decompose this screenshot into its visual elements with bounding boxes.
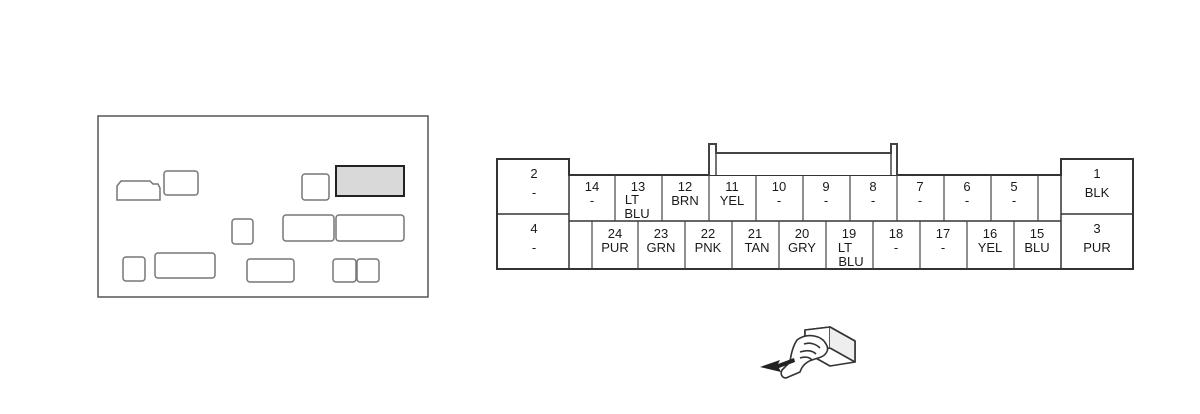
pin-number: 8	[869, 179, 876, 194]
pin-number: 12	[678, 179, 692, 194]
pin-number: 22	[701, 226, 715, 241]
pin-wire-color: PUR	[601, 240, 628, 255]
pin-number: 17	[936, 226, 950, 241]
pin-wire-color: -	[941, 240, 945, 255]
pin-number: 21	[748, 226, 762, 241]
pin-number: 18	[889, 226, 903, 241]
pin-number: 7	[916, 179, 923, 194]
pin-wire-color: -	[918, 193, 922, 208]
pin-wire-color: PUR	[1083, 240, 1110, 255]
pin-number: 16	[983, 226, 997, 241]
pin-wire-color: YEL	[978, 240, 1003, 255]
pin-wire-color: BLK	[1085, 185, 1110, 200]
pin-number: 14	[585, 179, 599, 194]
pin-number: 5	[1010, 179, 1017, 194]
pin-number: 9	[822, 179, 829, 194]
pin-number: 15	[1030, 226, 1044, 241]
locator-block	[356, 258, 380, 283]
insertion-arrow-icon	[760, 358, 795, 372]
locator-block	[163, 170, 199, 196]
hand-pointer-icon	[780, 326, 856, 379]
locator-block	[122, 256, 146, 282]
pin-wire-color: LT	[838, 240, 852, 255]
connector-body-outline	[496, 158, 1134, 270]
pin-number: 1	[1093, 166, 1100, 181]
pin-number: 23	[654, 226, 668, 241]
pin-number: 11	[725, 179, 739, 194]
pin-wire-color: -	[871, 193, 875, 208]
pin-wire-color: -	[532, 185, 536, 200]
pin-wire-color: BLU	[1024, 240, 1049, 255]
pin-wire-color: BRN	[671, 193, 698, 208]
pin-wire-color: -	[777, 193, 781, 208]
pin-number: 24	[608, 226, 622, 241]
connector-lock-tab	[708, 143, 898, 175]
locator-block	[335, 214, 405, 242]
pin-number: 10	[772, 179, 786, 194]
pin-wire-color: -	[532, 240, 536, 255]
pin-wire-color: GRN	[647, 240, 676, 255]
pin-number: 3	[1093, 221, 1100, 236]
pin-wire-color: -	[824, 193, 828, 208]
pin-number: 19	[842, 226, 856, 241]
locator-block	[301, 173, 330, 201]
pin-wire-color: PNK	[695, 240, 722, 255]
pin-wire-color: LT	[625, 192, 639, 207]
pin-number: 6	[963, 179, 970, 194]
connector-face: 2 - 4 - 1 BLK 3 PUR 14 - 13 LT BLU 12 BR…	[496, 143, 1134, 270]
pin-number: 2	[530, 166, 537, 181]
pin-wire-color-line2: BLU	[624, 206, 649, 221]
pin-number: 4	[530, 221, 537, 236]
pin-wire-color: GRY	[788, 240, 816, 255]
locator-block	[282, 214, 335, 242]
pin-number: 20	[795, 226, 809, 241]
pin-wire-color: -	[1012, 193, 1016, 208]
pin-wire-color: -	[894, 240, 898, 255]
pin-number: 13	[631, 179, 645, 194]
highlighted-connector-location	[335, 165, 405, 197]
pin-wire-color: TAN	[744, 240, 769, 255]
pin-wire-color-line2: BLU	[838, 254, 863, 269]
pin-wire-color: -	[965, 193, 969, 208]
pin-wire-color: -	[590, 193, 594, 208]
locator-block	[154, 252, 216, 279]
locator-block	[231, 218, 254, 245]
locator-block	[116, 180, 161, 201]
pin-wire-color: YEL	[720, 193, 745, 208]
locator-block	[246, 258, 295, 283]
component-locator-panel	[97, 115, 429, 298]
locator-block	[332, 258, 357, 283]
